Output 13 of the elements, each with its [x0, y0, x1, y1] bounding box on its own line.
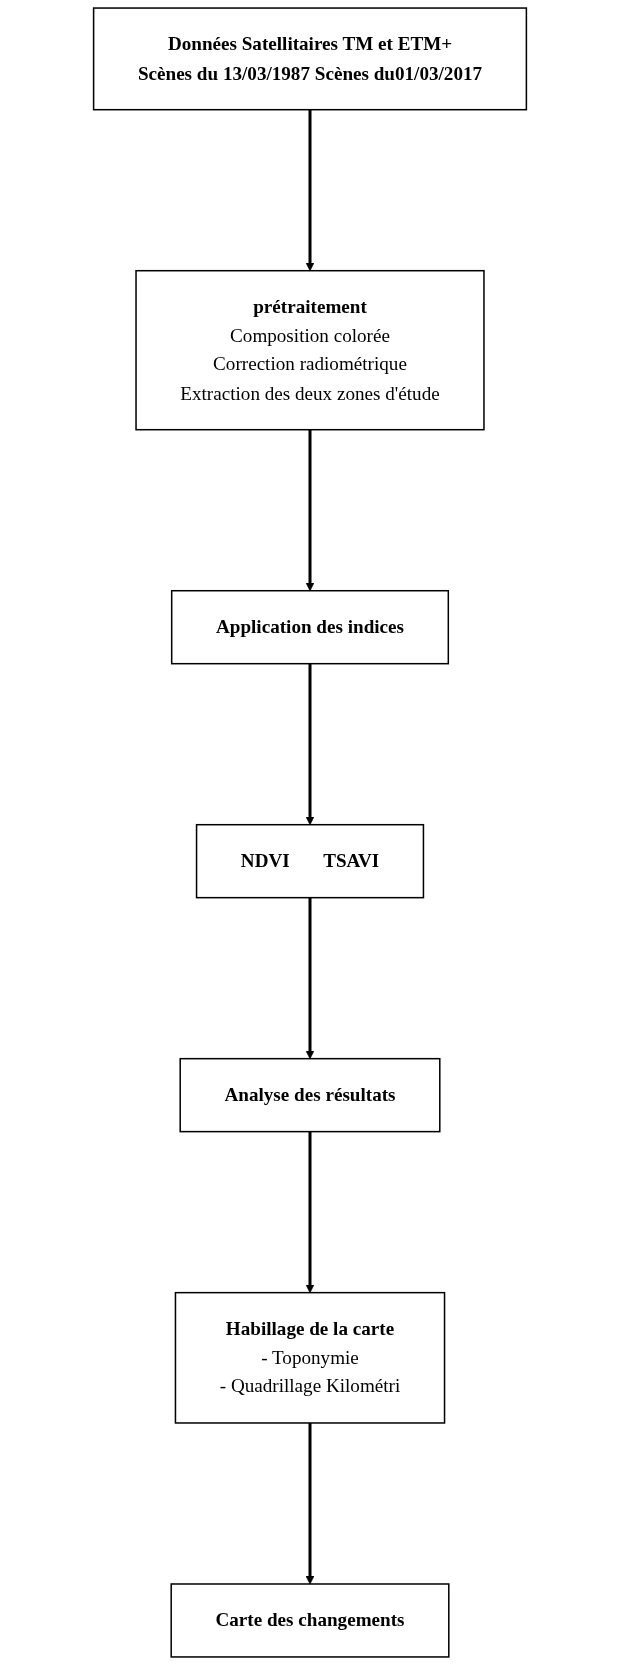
- node-box: NDVI TSAVI: [195, 823, 425, 899]
- node-box: prétraitement Composition colorée Correction radiométrique Extraction des deux zones d'étude: [135, 269, 485, 431]
- node-box: Application des indices: [170, 589, 450, 665]
- arrow: [305, 663, 315, 826]
- arrow: [305, 897, 315, 1060]
- arrow: [305, 109, 315, 272]
- node-box: Carte des changements: [170, 1583, 450, 1658]
- arrow: [305, 1131, 315, 1294]
- node-box: Habillage de la carte - Toponymie - Quadrillage Kilométri: [174, 1291, 446, 1424]
- node-box: Données Satellitaires TM et ETM+ Scènes du 13/03/1987 Scènes du01/03/2017: [92, 7, 528, 111]
- node-box: Analyse des résultats: [179, 1057, 441, 1133]
- arrow: [305, 1422, 315, 1585]
- arrow: [305, 429, 315, 592]
